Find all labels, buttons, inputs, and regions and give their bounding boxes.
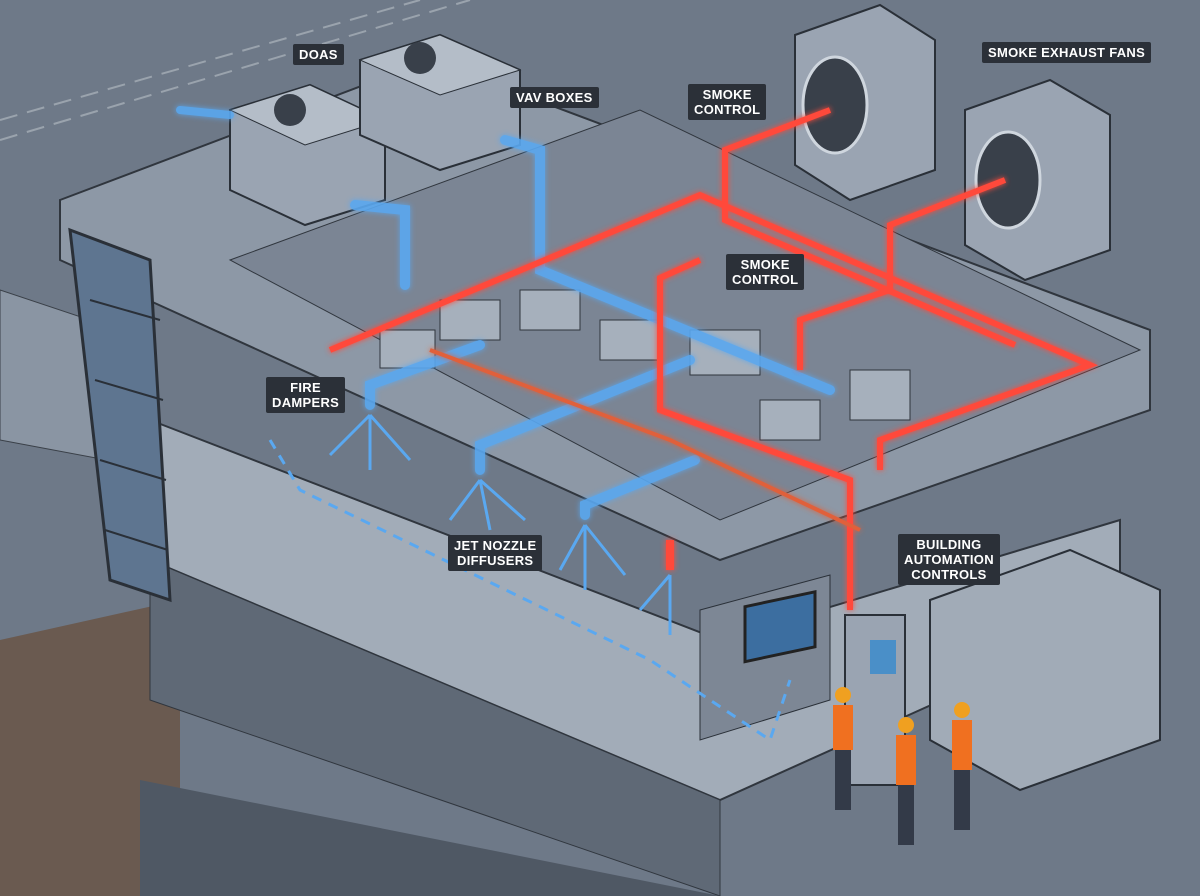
label-line: BUILDING	[916, 537, 982, 552]
smoke-exhaust-ducts	[328, 107, 1099, 610]
label-line: CONTROL	[694, 102, 761, 117]
vav-boxes	[379, 289, 911, 441]
label-line: CONTROLS	[911, 567, 987, 582]
basement	[140, 780, 720, 896]
label-line: JET NOZZLE	[454, 538, 537, 553]
facade-mullions	[89, 299, 169, 551]
label-line: SMOKE	[740, 257, 790, 272]
air-handling-unit	[929, 548, 1161, 792]
diffuser-airflow-arrows	[268, 413, 792, 743]
label-line: CONTROL	[732, 272, 799, 287]
label-smoke-exhaust-fans-text: SMOKE EXHAUST FANS	[988, 45, 1146, 60]
label-line: FIRE	[290, 380, 321, 395]
label-vav-boxes-text: VAV BOXES	[516, 90, 593, 105]
glass-facade	[68, 227, 172, 603]
label-line: AUTOMATION	[904, 552, 994, 567]
label-line: DIFFUSERS	[457, 553, 534, 568]
excavation	[0, 600, 180, 896]
smoke-exhaust-fan-2	[964, 78, 1111, 282]
panel-screen	[870, 640, 896, 674]
roof-opening	[228, 109, 1142, 521]
label-line: SMOKE	[702, 87, 752, 102]
label-doas-text: DOAS	[299, 47, 338, 62]
lower-level	[149, 559, 721, 896]
label-vav-boxes: VAV BOXES	[510, 87, 599, 108]
road-markings	[0, 0, 471, 141]
label-line: DAMPERS	[272, 395, 340, 410]
supply-air-ducts	[176, 106, 835, 520]
workers	[833, 687, 972, 845]
bas-monitor	[743, 589, 817, 664]
label-doas: DOAS	[293, 44, 344, 65]
label-smoke-exhaust-fans: SMOKE EXHAUST FANS	[982, 42, 1152, 63]
smoke-exhaust-fan-1	[794, 3, 936, 202]
